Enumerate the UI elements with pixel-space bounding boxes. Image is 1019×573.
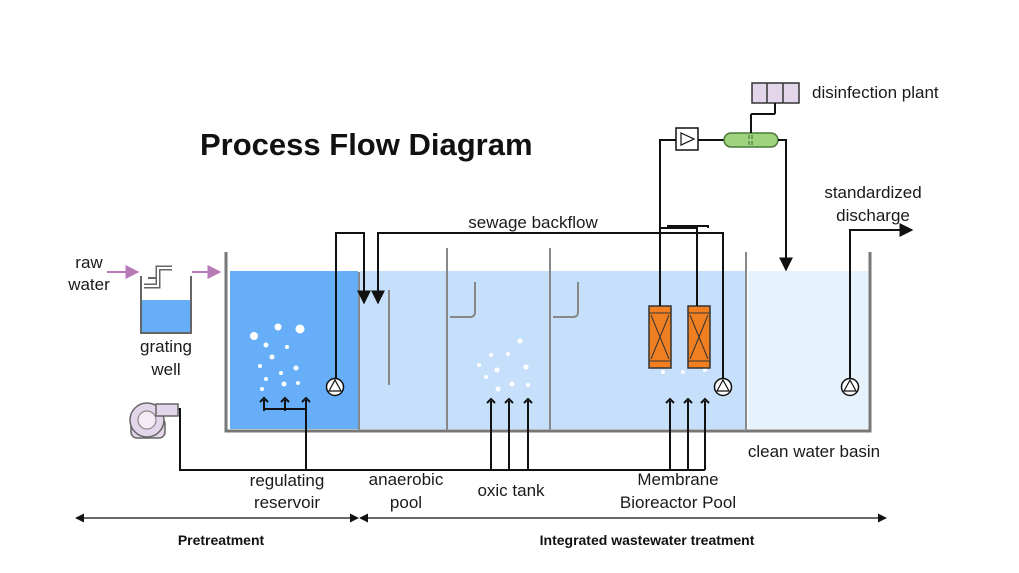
- clean-water-basin-water: [748, 271, 868, 429]
- raw-water-label: raw water: [67, 253, 110, 294]
- regulating-reservoir-label-line2: reservoir: [254, 493, 320, 512]
- discharge-pump-icon: [840, 377, 860, 397]
- grating-well-label-line1: grating: [140, 337, 192, 356]
- tank-outer-wall: [224, 252, 872, 433]
- anaerobic-pool-label-line1: anaerobic: [369, 470, 444, 489]
- standardized-discharge-label-line1: standardized: [824, 183, 921, 202]
- air-supply-header: [178, 408, 705, 471]
- permeate-outlet-pipe: [659, 139, 676, 228]
- oxic-aeration-bubbles: [477, 338, 530, 392]
- membrane-permeate-pipe: [659, 227, 698, 306]
- raw-water-label-line1: raw: [75, 253, 103, 272]
- grating-well-label: grating well: [140, 337, 192, 379]
- raw-water-label-line2: water: [67, 275, 110, 294]
- grating-well-water: [142, 300, 190, 332]
- permeate-pump-icon: [675, 127, 699, 151]
- regulating-reservoir-label: regulating reservoir: [250, 471, 325, 512]
- grating-well-tank: [140, 276, 192, 334]
- integrated-treatment-section-label: Integrated wastewater treatment: [540, 532, 755, 548]
- regulating-reservoir-water: [230, 271, 358, 429]
- oxic-diffusers: [486, 397, 533, 470]
- clean-water-basin-label: clean water basin: [748, 442, 880, 461]
- mbr-diffusers: [665, 397, 710, 470]
- mbr-pool-label-line2: Bioreactor Pool: [620, 493, 736, 512]
- mbr-pool-label-line1: Membrane: [637, 470, 718, 489]
- dosing-valve-icon: [723, 132, 779, 148]
- regulating-reservoir-label-line1: regulating: [250, 471, 325, 490]
- treated-water-to-basin-pipe: [778, 139, 793, 272]
- standardized-discharge-label-line2: discharge: [836, 206, 910, 225]
- membrane-module-1: [648, 305, 672, 369]
- disinfection-plant-unit: [751, 82, 800, 104]
- blower-icon: [129, 402, 179, 439]
- diagram-title: Process Flow Diagram: [200, 127, 533, 162]
- standardized-discharge-label: standardized discharge: [824, 183, 921, 225]
- mbr-pump-icon: [713, 377, 733, 397]
- grating-well-label-line2: well: [150, 360, 180, 379]
- standardized-discharge-pipe: [849, 223, 914, 378]
- reservoir-transfer-pipe: [335, 232, 371, 378]
- pretreatment-section-label: Pretreatment: [178, 532, 265, 548]
- disinfection-plant-label: disinfection plant: [812, 83, 939, 102]
- mbr-pool-label: Membrane Bioreactor Pool: [620, 470, 736, 512]
- anaerobic-pool-label: anaerobic pool: [369, 470, 444, 512]
- anaerobic-pool-label-line2: pool: [390, 493, 422, 512]
- oxic-overflow-weir: [553, 282, 579, 318]
- oxic-tank-label: oxic tank: [477, 481, 545, 500]
- sewage-backflow-pipe: [371, 232, 724, 378]
- sewage-backflow-label: sewage backflow: [468, 213, 598, 232]
- grating-well: [140, 265, 192, 334]
- treatment-pools-water: [360, 271, 746, 429]
- anaerobic-overflow-weir: [450, 282, 476, 318]
- reservoir-pump-icon: [325, 377, 345, 397]
- reservoir-aeration-bubbles: [250, 323, 305, 391]
- membrane-module-2: [687, 305, 711, 369]
